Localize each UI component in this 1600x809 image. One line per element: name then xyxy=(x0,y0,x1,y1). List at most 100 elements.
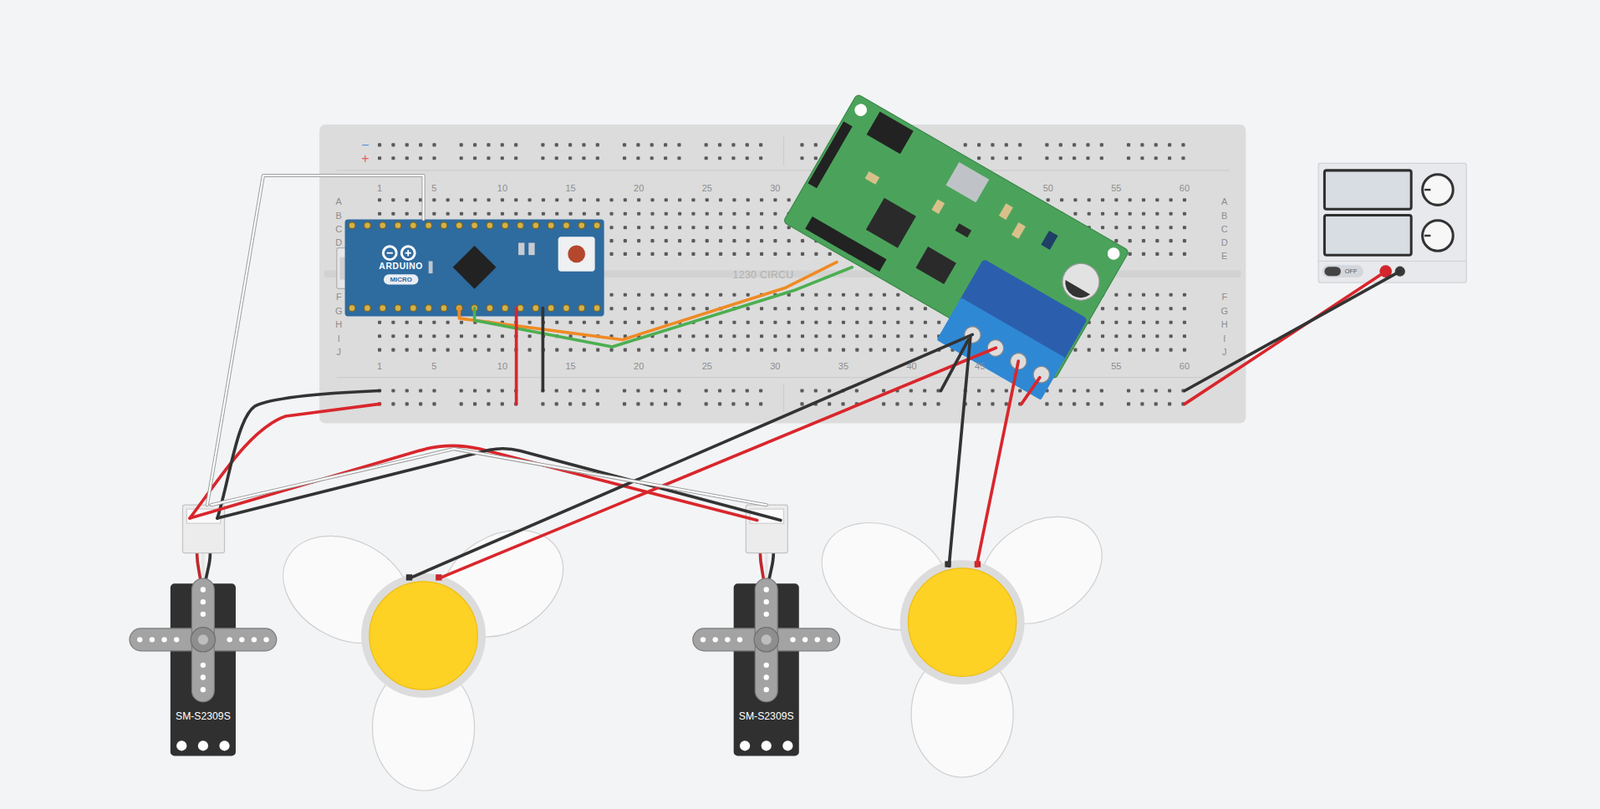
wires xyxy=(1184,271,1386,405)
header-pin xyxy=(547,222,555,230)
label-anchor: A xyxy=(336,190,342,209)
label-anchor: 45 xyxy=(974,355,985,374)
breadboard-hole xyxy=(691,334,695,338)
breadboard-hole xyxy=(664,293,668,297)
label-anchor: 15 xyxy=(565,355,576,374)
breadboard-hole xyxy=(1114,306,1118,311)
breadboard-hole xyxy=(704,402,709,406)
breadboard-hole xyxy=(732,348,736,352)
breadboard-hole xyxy=(814,334,818,338)
breadboard-hole xyxy=(432,402,436,406)
breadboard xyxy=(783,383,785,413)
arduino-micro xyxy=(382,246,397,260)
power-supply: OFF xyxy=(1318,163,1467,283)
breadboard-hole xyxy=(746,348,750,352)
breadboard-hole xyxy=(473,156,477,160)
breadboard-hole xyxy=(1085,156,1090,160)
breadboard-hole xyxy=(582,321,586,325)
breadboard-hole xyxy=(609,198,613,202)
breadboard-hole xyxy=(882,306,887,311)
breadboard-hole xyxy=(1141,252,1146,256)
breadboard-hole xyxy=(1100,388,1104,393)
breadboard-hole xyxy=(869,334,873,338)
breadboard-hole xyxy=(650,239,654,243)
breadboard-hole xyxy=(773,306,777,311)
breadboard-hole xyxy=(473,142,477,147)
breadboard-hole xyxy=(581,156,586,160)
row-letter: I xyxy=(337,333,341,344)
breadboard-hole xyxy=(855,293,859,297)
part-label: SM-S2309S xyxy=(175,710,231,724)
breadboard-hole xyxy=(705,321,709,325)
breadboard-hole xyxy=(1100,321,1105,325)
breadboard-hole xyxy=(1128,334,1132,338)
row-letter: I xyxy=(1222,333,1226,344)
label-anchor: J xyxy=(336,341,342,360)
breadboard-hole xyxy=(828,306,832,311)
breadboard-hole xyxy=(882,334,887,338)
breadboard-hole xyxy=(718,239,723,243)
breadboard-hole xyxy=(446,198,450,202)
breadboard-hole xyxy=(800,293,805,297)
label-anchor: I xyxy=(1222,326,1226,346)
breadboard-hole xyxy=(432,156,436,160)
breadboard-hole xyxy=(473,348,477,352)
breadboard-hole xyxy=(759,388,763,393)
breadboard-hole xyxy=(1141,321,1146,325)
breadboard-hole xyxy=(773,252,777,256)
breadboard-hole xyxy=(650,252,654,256)
breadboard-hole xyxy=(377,321,382,325)
breadboard-hole xyxy=(528,348,532,352)
header-pin xyxy=(517,222,525,230)
breadboard-hole xyxy=(800,252,805,256)
column-number: 1 xyxy=(377,183,383,194)
breadboard-hole xyxy=(731,156,735,160)
breadboard-hole xyxy=(650,142,654,147)
motor-driver-board xyxy=(1029,363,1053,387)
breadboard-hole xyxy=(895,402,899,406)
column-number: 15 xyxy=(565,361,576,372)
breadboard-hole xyxy=(1155,348,1159,352)
breadboard-hole xyxy=(487,198,491,202)
breadboard-hole xyxy=(677,293,682,297)
dc-motor-fan xyxy=(803,494,1122,778)
breadboard-hole xyxy=(1141,306,1146,311)
breadboard-hole xyxy=(746,293,750,297)
breadboard-hole xyxy=(405,198,409,202)
breadboard-hole xyxy=(459,212,464,216)
breadboard-hole xyxy=(705,198,709,202)
breadboard-hole xyxy=(732,198,736,202)
rail-sign: − xyxy=(361,137,369,153)
breadboard-hole xyxy=(881,402,886,406)
row-letter: J xyxy=(336,346,342,357)
header-pin xyxy=(425,222,433,230)
label-anchor: 20 xyxy=(633,355,644,374)
breadboard-hole xyxy=(486,388,490,393)
breadboard-hole xyxy=(745,388,750,393)
breadboard-hole xyxy=(1114,321,1118,325)
breadboard-hole xyxy=(746,225,750,230)
breadboard-hole xyxy=(718,334,723,338)
breadboard-hole xyxy=(677,212,682,216)
breadboard-hole xyxy=(432,334,436,338)
label-anchor: C xyxy=(1221,218,1229,237)
header-pin xyxy=(578,305,586,312)
breadboard-hole xyxy=(555,156,559,160)
breadboard-hole xyxy=(814,306,818,311)
label-anchor: H xyxy=(335,313,342,332)
breadboard-hole xyxy=(650,212,654,216)
row-letter: G xyxy=(335,305,343,316)
breadboard-hole xyxy=(732,212,736,216)
breadboard-hole xyxy=(732,293,736,297)
breadboard-hole xyxy=(1128,225,1132,230)
breadboard-hole xyxy=(1059,198,1064,202)
breadboard-hole xyxy=(1100,225,1105,230)
header-pin xyxy=(409,305,417,312)
breadboard-hole xyxy=(896,334,900,338)
breadboard-hole xyxy=(1087,198,1091,202)
motor-driver-board xyxy=(866,198,917,249)
label-anchor: 1230 CIRCU xyxy=(733,264,795,283)
breadboard-hole xyxy=(759,198,764,202)
breadboard-hole xyxy=(677,239,682,243)
power-supply xyxy=(1324,215,1412,256)
